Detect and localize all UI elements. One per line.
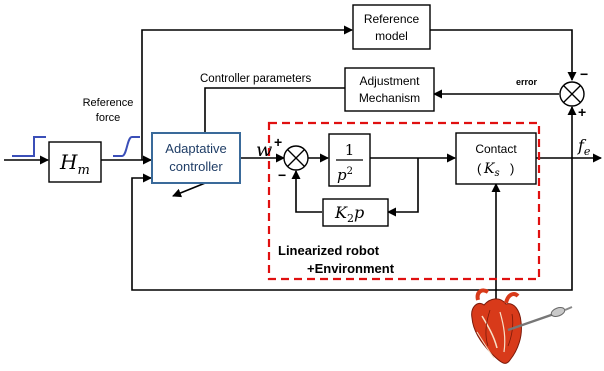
reference-force-label-line1: Reference [83, 97, 134, 109]
wire-outer-feedback [131, 158, 573, 291]
heart-environment-image [471, 288, 573, 364]
reference-model-label-line1: Reference [364, 12, 420, 26]
adjustment-label-line1: Adjustment [359, 74, 420, 88]
wire-reference-to-summer [430, 29, 577, 81]
sum1-minus-sign: − [278, 167, 286, 183]
sum2-plus-sign: + [578, 104, 586, 120]
contact-title: Contact [475, 142, 517, 156]
sum-junction-inner [283, 145, 309, 171]
robot-environment-boundary [267, 121, 541, 281]
linearized-robot-label-line1: Linearized robot [278, 243, 380, 258]
contact-param-open: ( [477, 161, 482, 176]
hm-block: Hm [48, 141, 102, 183]
fe-output-label: fe [577, 136, 591, 158]
contact-block: Contact ( Ks ) [455, 132, 537, 185]
w-signal-label: w [256, 139, 272, 161]
contact-param: Ks [483, 161, 500, 179]
reference-model-label-line2: model [375, 29, 408, 43]
integrator-denominator: p2 [337, 166, 353, 184]
hm-label: Hm [59, 150, 90, 178]
adjustment-label-line2: Mechanism [359, 91, 420, 105]
adaptive-controller-block: Adaptative controller [151, 132, 241, 184]
feedback-gain-label: K2p [334, 203, 364, 225]
reference-model-block: Reference model [352, 4, 431, 50]
double-integrator-block: 1 p2 [328, 133, 371, 187]
wire-to-reference-model [141, 25, 353, 160]
signal-wires [4, 25, 602, 300]
controller-parameters-label: Controller parameters [200, 73, 311, 85]
linearized-robot-label-line2: +Environment [307, 261, 395, 276]
reference-force-signal [113, 136, 140, 157]
contact-param-close: ) [510, 161, 514, 176]
wire-controller-parameters [204, 87, 345, 145]
heart-icon [471, 298, 522, 364]
adjustment-mechanism-block: Adjustment Mechanism [344, 67, 435, 112]
reference-force-label-line2: force [96, 112, 120, 124]
instrument-shaft [507, 312, 555, 332]
controller-label-line2: controller [169, 159, 223, 174]
wire-feedback-to-sum [291, 170, 322, 213]
controller-label-line1: Adaptative [165, 141, 226, 156]
sum2-minus-sign: − [580, 66, 588, 82]
instrument-handle [550, 307, 566, 317]
integrator-numerator: 1 [345, 141, 355, 159]
sum-junction-error [559, 81, 585, 107]
sum1-plus-sign: + [274, 134, 282, 150]
error-label: error [516, 77, 538, 87]
feedback-gain-block: K2p [322, 198, 389, 227]
input-step-signal [12, 136, 46, 157]
wire-inner-feedback [387, 158, 419, 217]
